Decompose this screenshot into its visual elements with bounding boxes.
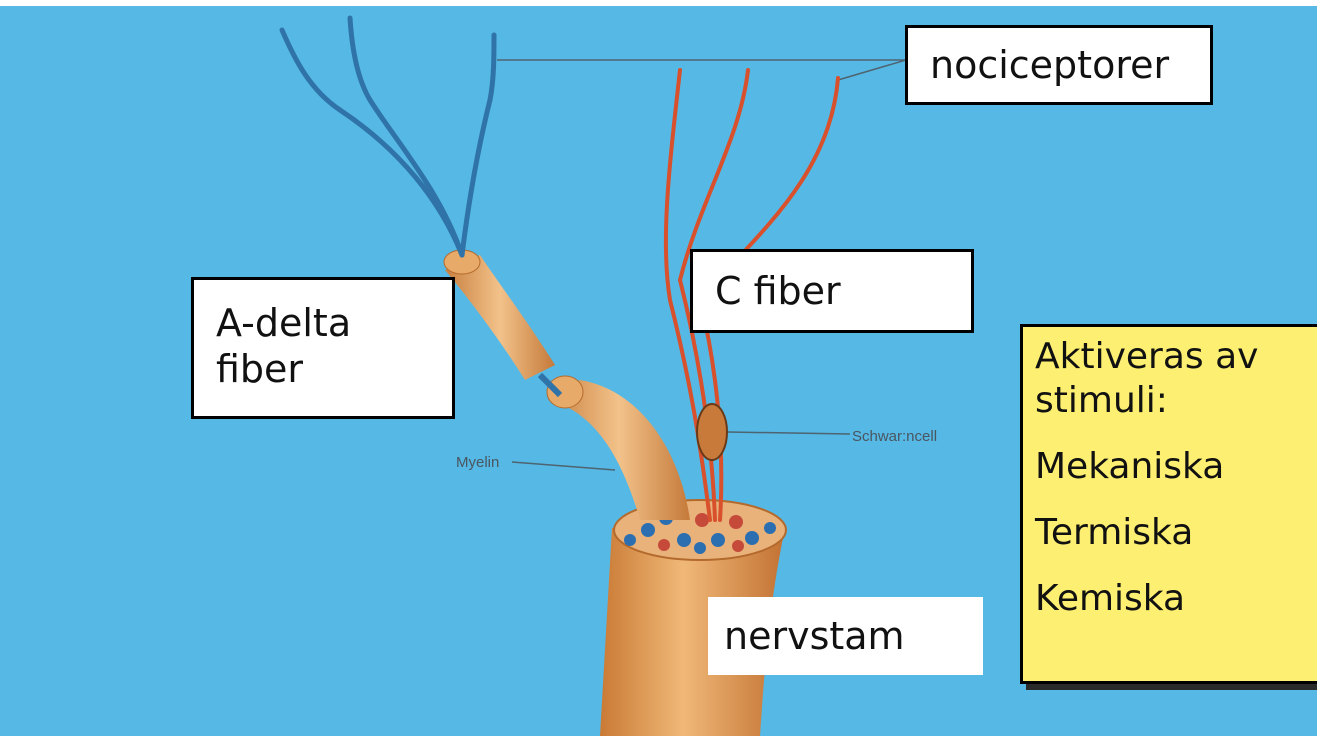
c-fiber-text: C fiber [715,269,841,313]
stimuli-item-termiska: Termiska [1035,511,1317,555]
stimuli-item-mekaniska: Mekaniska [1035,445,1317,489]
nociceptorer-label: nociceptorer [905,25,1213,105]
schwann-cell [697,404,727,460]
a-delta-fiber-label: A-delta fiber [191,277,455,419]
a-delta-text-line2: fiber [216,346,452,392]
stimuli-item-kemiska: Kemiska [1035,577,1317,621]
c-fiber-label: C fiber [690,249,974,333]
a-delta-text-line1: A-delta [216,300,452,346]
top-white-strip [0,0,1317,6]
myelin-label: Myelin [456,454,499,471]
nervstam-text: nervstam [724,613,983,659]
nervstam-label: nervstam [708,597,983,675]
stimuli-info-box: Aktiveras av stimuli: Mekaniska Termiska… [1020,324,1317,684]
nociceptorer-text: nociceptorer [930,43,1169,87]
stimuli-heading-line2: stimuli: [1035,379,1317,423]
stimuli-heading-line1: Aktiveras av [1035,335,1317,379]
myelin-sheath-lower-end [547,376,583,408]
schwann-cell-label: Schwar:ncell [852,428,937,445]
